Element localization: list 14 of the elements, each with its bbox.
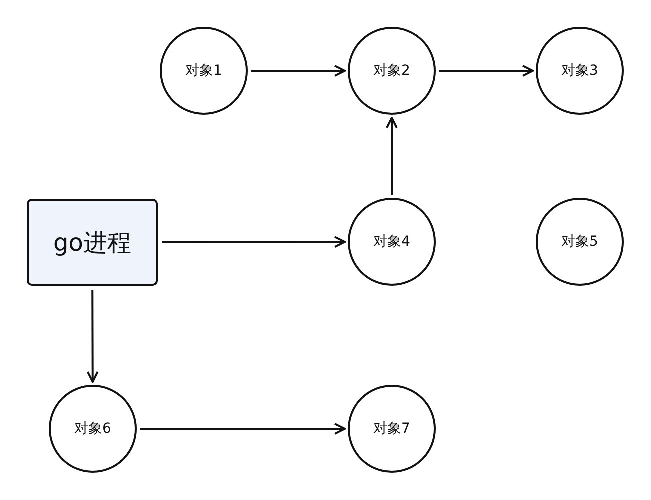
process-box: go进程 xyxy=(27,199,158,286)
object-circle: 对象3 xyxy=(536,27,624,115)
arrow xyxy=(162,236,346,248)
object-circle: 对象4 xyxy=(348,198,436,286)
arrow xyxy=(251,65,346,77)
arrow xyxy=(439,65,534,77)
arrow xyxy=(86,290,99,383)
object-circle: 对象2 xyxy=(348,27,436,115)
arrow xyxy=(140,423,346,435)
arrow xyxy=(386,117,398,195)
object-circle: 对象1 xyxy=(160,27,248,115)
object-circle: 对象5 xyxy=(536,198,624,286)
object-circle: 对象6 xyxy=(49,385,137,473)
object-circle: 对象7 xyxy=(348,385,436,473)
